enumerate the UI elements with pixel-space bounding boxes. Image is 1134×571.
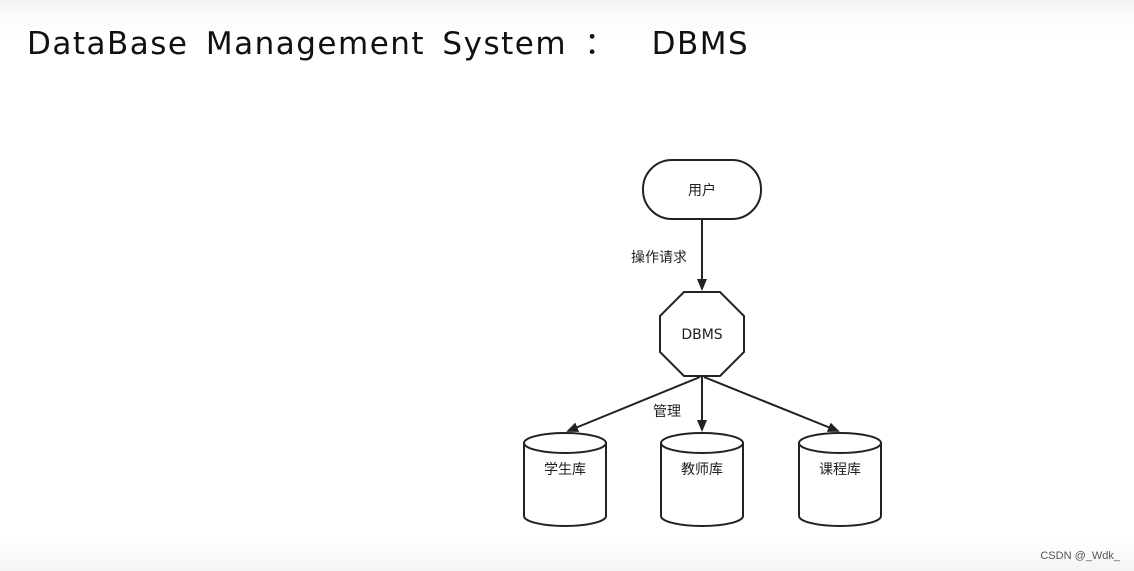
manage-arrow-label: 管理	[653, 404, 681, 420]
database-label-teachers: 教师库	[681, 462, 723, 478]
manage-arrow-courses	[703, 376, 840, 432]
database-cylinder-courses: 课程库	[798, 432, 882, 527]
dbms-node-label: DBMS	[681, 327, 722, 343]
user-node-label: 用户	[688, 182, 716, 199]
request-arrow-label: 操作请求	[631, 250, 687, 266]
dbms-node: DBMS	[659, 291, 745, 377]
slide-title: DataBase Management System ： DBMS	[27, 26, 750, 62]
database-cylinder-students: 学生库	[523, 432, 607, 527]
database-label-courses: 课程库	[819, 462, 861, 478]
database-label-students: 学生库	[544, 462, 586, 478]
watermark: CSDN @_Wdk_	[1040, 550, 1120, 562]
manage-arrow-students	[566, 376, 701, 432]
user-node: 用户	[642, 159, 762, 220]
database-cylinder-teachers: 教师库	[660, 432, 744, 527]
